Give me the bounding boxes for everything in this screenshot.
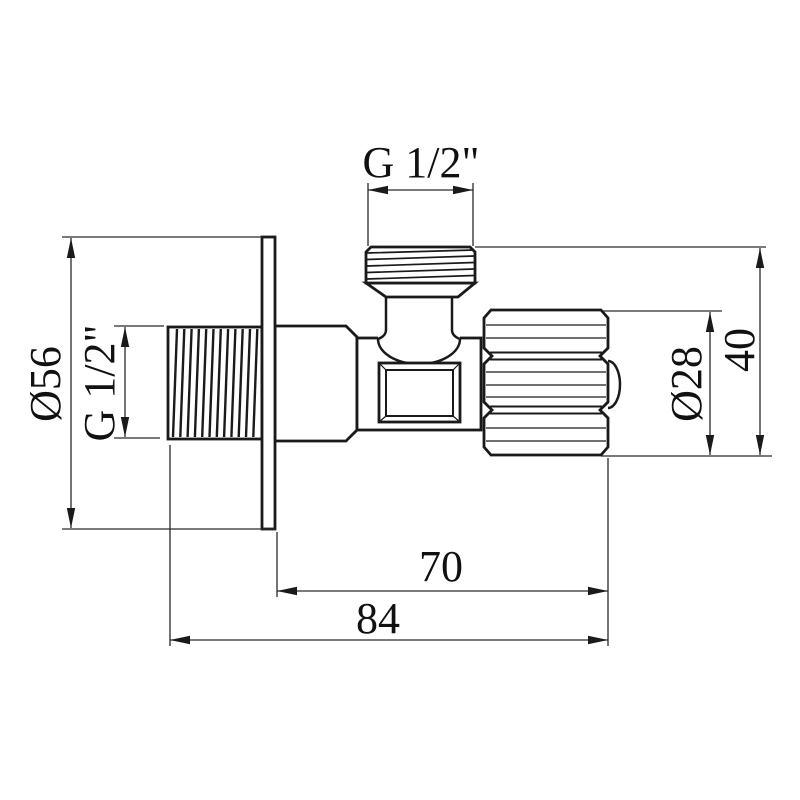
- dimension-top-thread: G 1/2": [363, 138, 480, 246]
- dimension-height-40: 40: [475, 246, 766, 455]
- dimension-side-thread: G 1/2": [75, 325, 164, 442]
- dimension-handle-diameter: Ø28: [601, 310, 772, 457]
- dim-label-length-84: 84: [356, 594, 400, 643]
- dim-label-handle-diameter: Ø28: [662, 346, 711, 422]
- handle: [482, 308, 622, 457]
- dim-label-flange-diameter: Ø56: [21, 346, 70, 422]
- valve-body: [273, 324, 359, 443]
- dim-label-top-thread: G 1/2": [363, 138, 480, 187]
- wall-flange: [260, 235, 277, 531]
- dim-label-height-40: 40: [715, 328, 764, 372]
- gland-nut: [377, 361, 462, 424]
- top-thread: [364, 245, 477, 285]
- dimension-length-70: 70: [276, 458, 609, 646]
- dimension-length-84: 84: [169, 445, 608, 646]
- stem-cap: [607, 359, 622, 410]
- dim-label-side-thread: G 1/2": [75, 325, 124, 442]
- thread-collar: [361, 281, 479, 299]
- dim-label-length-70: 70: [419, 542, 463, 591]
- dimension-flange-diameter: Ø56: [21, 236, 275, 530]
- side-thread: [166, 325, 264, 441]
